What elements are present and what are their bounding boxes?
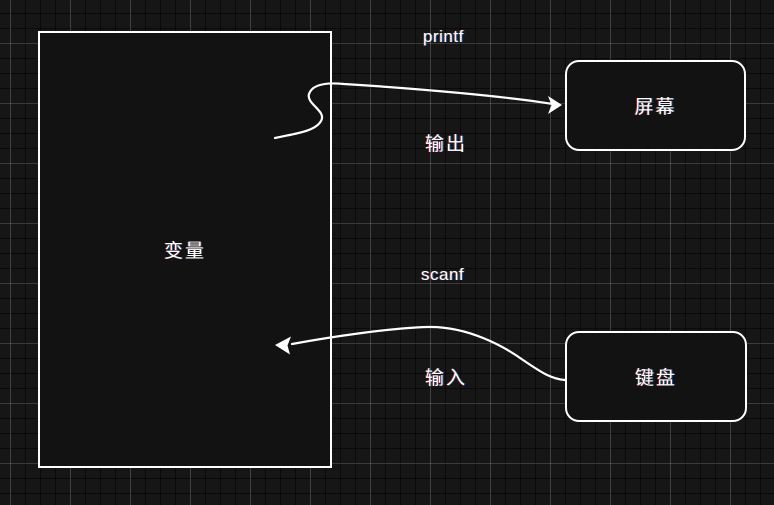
keyboard-box[interactable]: 键盘 [565, 331, 747, 422]
variable-box[interactable]: 变量 [38, 31, 332, 468]
scanf-label[interactable]: scanf [421, 265, 465, 284]
output-label[interactable]: 输出 [425, 134, 468, 155]
input-label[interactable]: 输入 [425, 368, 468, 389]
screen-box-label: 屏幕 [634, 97, 677, 118]
screen-box[interactable]: 屏幕 [565, 60, 746, 151]
keyboard-box-label: 键盘 [634, 368, 677, 389]
variable-box-label: 变量 [163, 241, 206, 262]
arrowhead-right-icon [548, 96, 562, 114]
printf-label[interactable]: printf [423, 27, 464, 46]
